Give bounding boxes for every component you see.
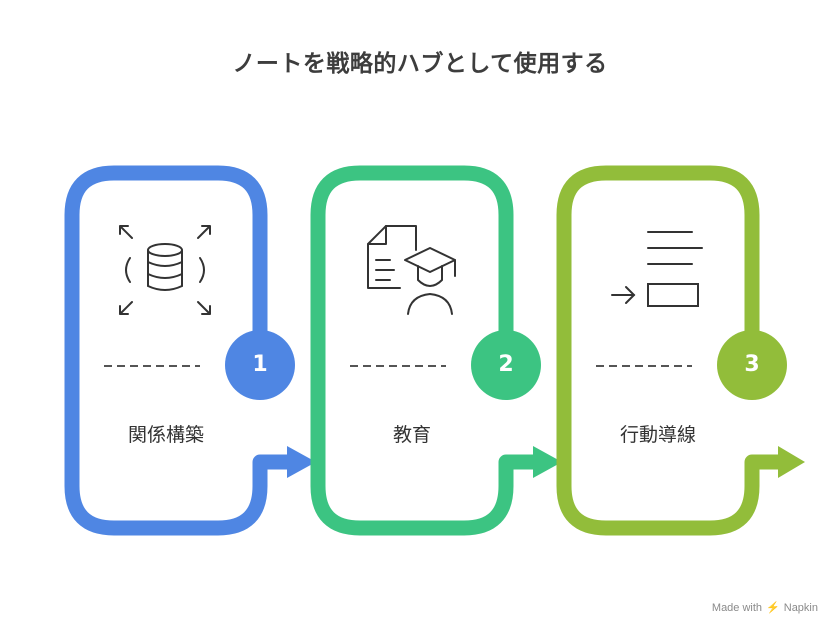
graduate-document-icon <box>367 225 456 315</box>
step-label-2: 教育 <box>392 424 431 446</box>
napkin-logo-icon: ⚡ <box>766 602 780 614</box>
badge-circle-3 <box>717 330 787 400</box>
step-number-2: 2 <box>498 352 514 377</box>
step-number-3: 3 <box>744 352 760 377</box>
footer-brand: Napkin <box>783 601 818 614</box>
step-label-1: 関係構築 <box>127 424 204 446</box>
badge-circle-1 <box>225 330 295 400</box>
arrow-head-3 <box>778 446 805 478</box>
arrow-head-2 <box>533 446 562 478</box>
card-outline-3 <box>556 165 780 536</box>
page-title: ノートを戦略的ハブとして使用する <box>232 51 608 77</box>
card-outline-1 <box>64 165 288 536</box>
footer-text: Made with <box>711 601 763 614</box>
database-expand-icon <box>119 225 211 315</box>
input-lines-icon <box>611 231 703 307</box>
footer-credit[interactable]: Made with ⚡ Napkin <box>711 601 818 615</box>
step-number-1: 1 <box>252 352 268 377</box>
step-card-1 <box>64 165 316 536</box>
step-label-3: 行動導線 <box>619 424 696 446</box>
step-card-3 <box>556 165 805 536</box>
arrow-head-1 <box>287 446 316 478</box>
step-card-2 <box>310 165 562 536</box>
badge-circle-2 <box>471 330 541 400</box>
card-outline-2 <box>310 165 534 536</box>
